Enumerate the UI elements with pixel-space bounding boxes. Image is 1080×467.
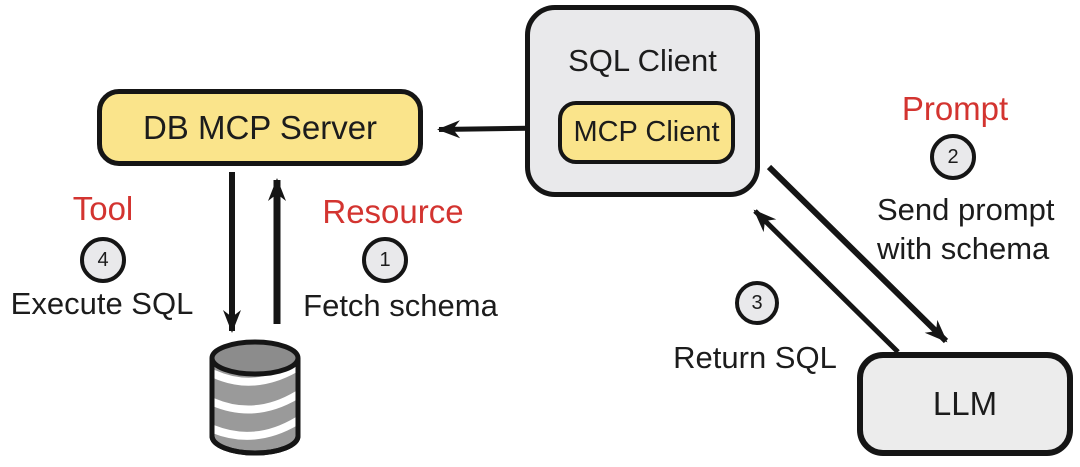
text-execute-sql: Execute SQL [10,286,194,321]
step-4-number: 4 [97,248,109,271]
text-send-prompt-line1: Send prompt [877,192,1055,227]
node-llm: LLM [857,352,1073,456]
step-circle-1: 1 [362,237,408,283]
text-send-prompt-with-schema: Send prompt with schema [877,190,1077,268]
node-mcp-client: MCP Client [558,101,735,164]
label-tool: Tool [72,190,134,227]
mcp-client-label: MCP Client [573,116,720,148]
text-send-prompt-line2: with schema [877,231,1050,266]
llm-label: LLM [932,385,998,422]
db-mcp-server-label: DB MCP Server [142,108,378,146]
step-circle-3: 3 [735,281,779,325]
step-3-number: 3 [751,291,763,314]
step-1-number: 1 [379,248,391,271]
step-circle-2: 2 [930,134,976,180]
node-db-mcp-server: DB MCP Server [97,89,423,166]
label-prompt: Prompt [901,90,1009,127]
step-circle-4: 4 [80,237,126,283]
database-cylinder-icon [209,339,301,456]
text-return-sql: Return SQL [673,340,837,375]
sql-client-label: SQL Client [568,43,717,78]
text-fetch-schema: Fetch schema [303,288,498,323]
step-2-number: 2 [947,145,959,168]
label-resource: Resource [322,193,464,230]
